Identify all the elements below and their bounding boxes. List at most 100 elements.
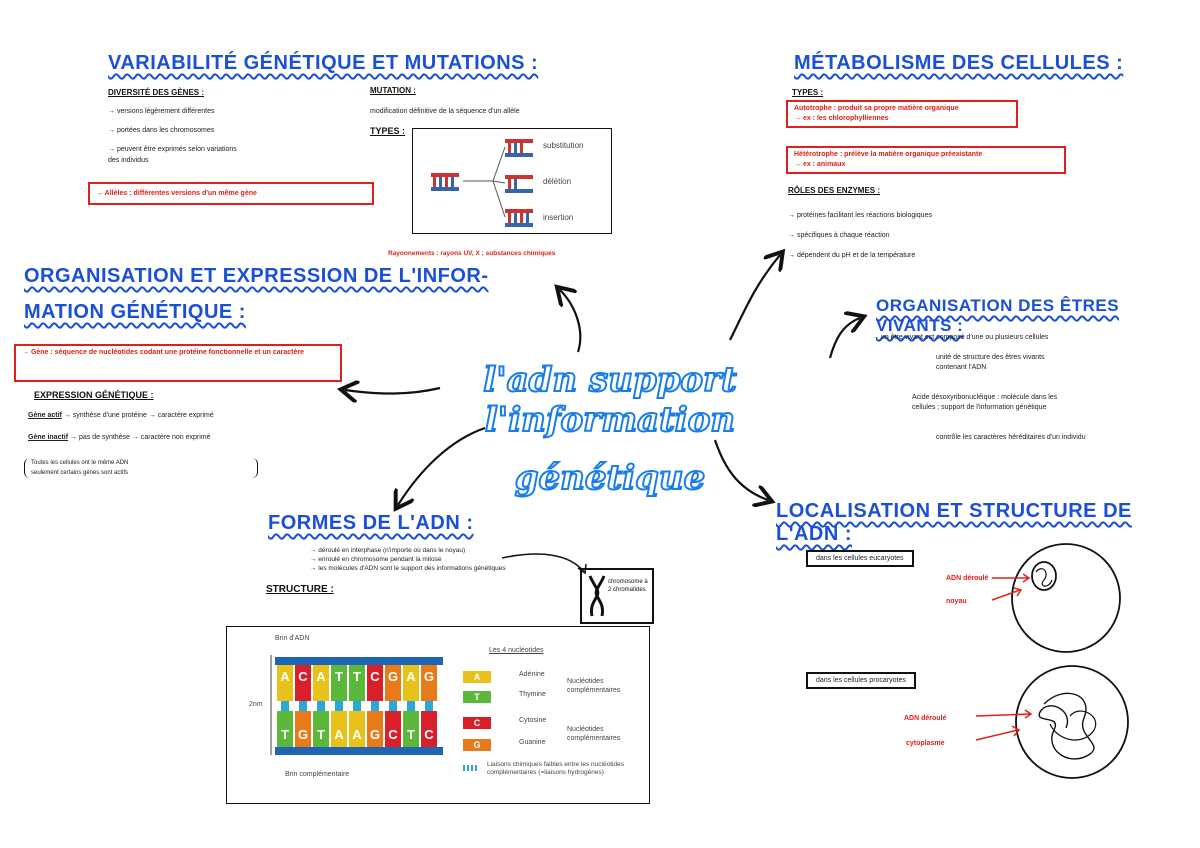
base-bottom-label: A — [334, 727, 344, 742]
hydrogen-bond — [281, 701, 289, 711]
vivants-line-4: Acide désoxyribonucléique : molécule dan… — [912, 394, 1058, 401]
metabolisme-types-title: Types : — [792, 88, 824, 97]
arrow-to-formes — [398, 426, 486, 505]
base-top-label: A — [406, 669, 416, 684]
gene-actif-text: → synthèse d'une protéine → caractère ex… — [63, 412, 214, 419]
vivants-line-1: → un être vivant est composé d'une ou pl… — [872, 334, 1049, 341]
type-deletion: délétion — [543, 177, 572, 186]
variabilite-bullets: → versions légèrement différentes → port… — [108, 106, 237, 166]
organisation-info-title-line2: mation génétique : — [24, 301, 246, 323]
localisation-title: Localisation et structure de l'ADN : — [776, 500, 1132, 545]
nucleotide-row-c: C — [463, 717, 491, 729]
mutation-types-figure: substitution délétion insertion — [412, 128, 612, 234]
base-bottom — [313, 711, 329, 747]
base-bottom-label: G — [370, 727, 380, 742]
base-bottom-label: T — [317, 727, 325, 742]
types-title: Types : — [370, 126, 406, 136]
bracket-line1: Toutes les cellules ont le même ADN — [31, 460, 129, 466]
gene-inactif-text: → pas de synthèse → caractère non exprim… — [70, 434, 211, 441]
base-top — [367, 665, 383, 701]
base-top-label: T — [335, 669, 343, 684]
list-item: → dépendent du pH et de la température — [788, 252, 916, 259]
organisation-vivants-title: Organisation des êtres vivants : — [876, 296, 1120, 335]
pro-arrows — [975, 709, 1033, 741]
type-insertion: insertion — [543, 213, 574, 222]
pro-adn-label: ADN déroulé — [904, 715, 947, 722]
dna-substitution-icon — [505, 139, 533, 157]
list-item: → déroulé en interphase (n'importe où da… — [310, 547, 466, 554]
allele-box: → Allèles : différentes versions d'un mê… — [88, 182, 374, 205]
bonds-label: Liaisons chimiques faibles entre les nuc… — [487, 761, 624, 776]
bracket-line2: seulement certains gènes sont actifs — [31, 470, 129, 476]
list-item: → enroulé en chromosome pendant la mitos… — [310, 556, 442, 563]
nucleotide-name-a: Adénine — [519, 671, 545, 678]
hydrogen-bond — [299, 701, 307, 711]
base-bottom-label: G — [298, 727, 308, 742]
brin-comp-label: Brin complémentaire — [285, 771, 350, 778]
base-bottom — [331, 711, 347, 747]
hydrogen-bond — [425, 701, 433, 711]
base-top — [331, 665, 347, 701]
list-item: → protéines facilitant les réactions bio… — [788, 212, 932, 219]
base-top-label: C — [298, 669, 308, 684]
base-top-label: A — [316, 669, 326, 684]
vivants-line-5: cellules ; support de l'information géné… — [912, 404, 1047, 411]
hydrogen-bond — [389, 701, 397, 711]
base-bottom — [403, 711, 419, 747]
type-substitution: substitution — [543, 141, 584, 150]
pro-cytoplasme-label: cytoplasme — [906, 740, 945, 747]
base-top — [313, 665, 329, 701]
complementary-label-2: Nucléotides complémentaires — [567, 726, 621, 742]
central-topic: l'adn support l'information génétique — [430, 359, 790, 499]
list-item: → les molécules d'ADN sont le support de… — [310, 565, 506, 572]
base-bottom — [295, 711, 311, 747]
structure-title: Structure : — [266, 584, 334, 595]
organisation-info-title-line1: Organisation et expression de l'infor- — [24, 265, 489, 287]
procaryote-label: dans les cellules procaryotes — [806, 672, 916, 689]
hydrogen-bond — [353, 701, 361, 711]
base-bottom-label: C — [424, 727, 434, 742]
enzymes-bullets: → protéines facilitant les réactions bio… — [788, 206, 932, 266]
gene-inactif-row: Gène inactif → pas de synthèse → caractè… — [28, 432, 211, 443]
enzymes-title: Rôles des enzymes : — [788, 186, 881, 195]
base-top — [277, 665, 293, 701]
metabolisme-title: Métabolisme des cellules : — [794, 52, 1124, 74]
mutation-diagram — [431, 139, 533, 227]
chromosome-box: chromosome à 2 chromatides — [580, 568, 654, 624]
autotrophe-line2: → ex : les chlorophylliennes — [794, 115, 889, 122]
euk-adn-label: ADN déroulé — [946, 575, 989, 582]
euk-arrows — [991, 573, 1031, 601]
list-item: → spécifiques à chaque réaction — [788, 232, 890, 239]
complementary-label-1: Nucléotides complémentaires — [567, 678, 621, 694]
base-top — [403, 665, 419, 701]
arrow-to-organisation-vivants — [828, 318, 860, 359]
base-top-label: T — [353, 669, 361, 684]
base-top — [385, 665, 401, 701]
central-topic-line2: génétique — [514, 457, 707, 499]
hydrogen-bond — [317, 701, 325, 711]
nucleotide-row-g: G — [463, 739, 491, 751]
nucleotide-name-g: Guanine — [519, 739, 546, 746]
heterotrophe-line1: Hétérotrophe : prélève la matière organi… — [794, 151, 983, 158]
list-item: → versions légèrement différentes — [108, 108, 215, 115]
euk-noyau-label: noyau — [946, 598, 967, 605]
mutation-caption: Rayonnements : rayons UV, X ; substances… — [388, 250, 556, 257]
base-bottom-label: T — [407, 727, 415, 742]
formes-title: Formes de l'ADN : — [268, 512, 474, 534]
autotrophe-box: Autotrophe : produit sa propre matière o… — [786, 100, 1018, 128]
base-bottom — [421, 711, 437, 747]
mutation-title: Mutation : — [370, 86, 416, 95]
vivants-line-6: contrôle les caractères héréditaires d'u… — [936, 434, 1086, 441]
procaryote-cell-icon — [1015, 665, 1129, 779]
base-top-label: G — [424, 669, 434, 684]
hydrogen-bond — [407, 701, 415, 711]
base-bottom — [349, 711, 365, 747]
variabilite-title: Variabilité génétique et mutations : — [108, 52, 539, 74]
gene-actif-row: Gène actif → synthèse d'une protéine → c… — [28, 410, 214, 421]
dna-source-icon — [431, 173, 459, 191]
mutation-text: modification définitive de la séquence d… — [370, 108, 520, 115]
bracket-note: Toutes les cellules ont le même ADN seul… — [24, 458, 258, 478]
chromosome-icon — [588, 575, 606, 617]
